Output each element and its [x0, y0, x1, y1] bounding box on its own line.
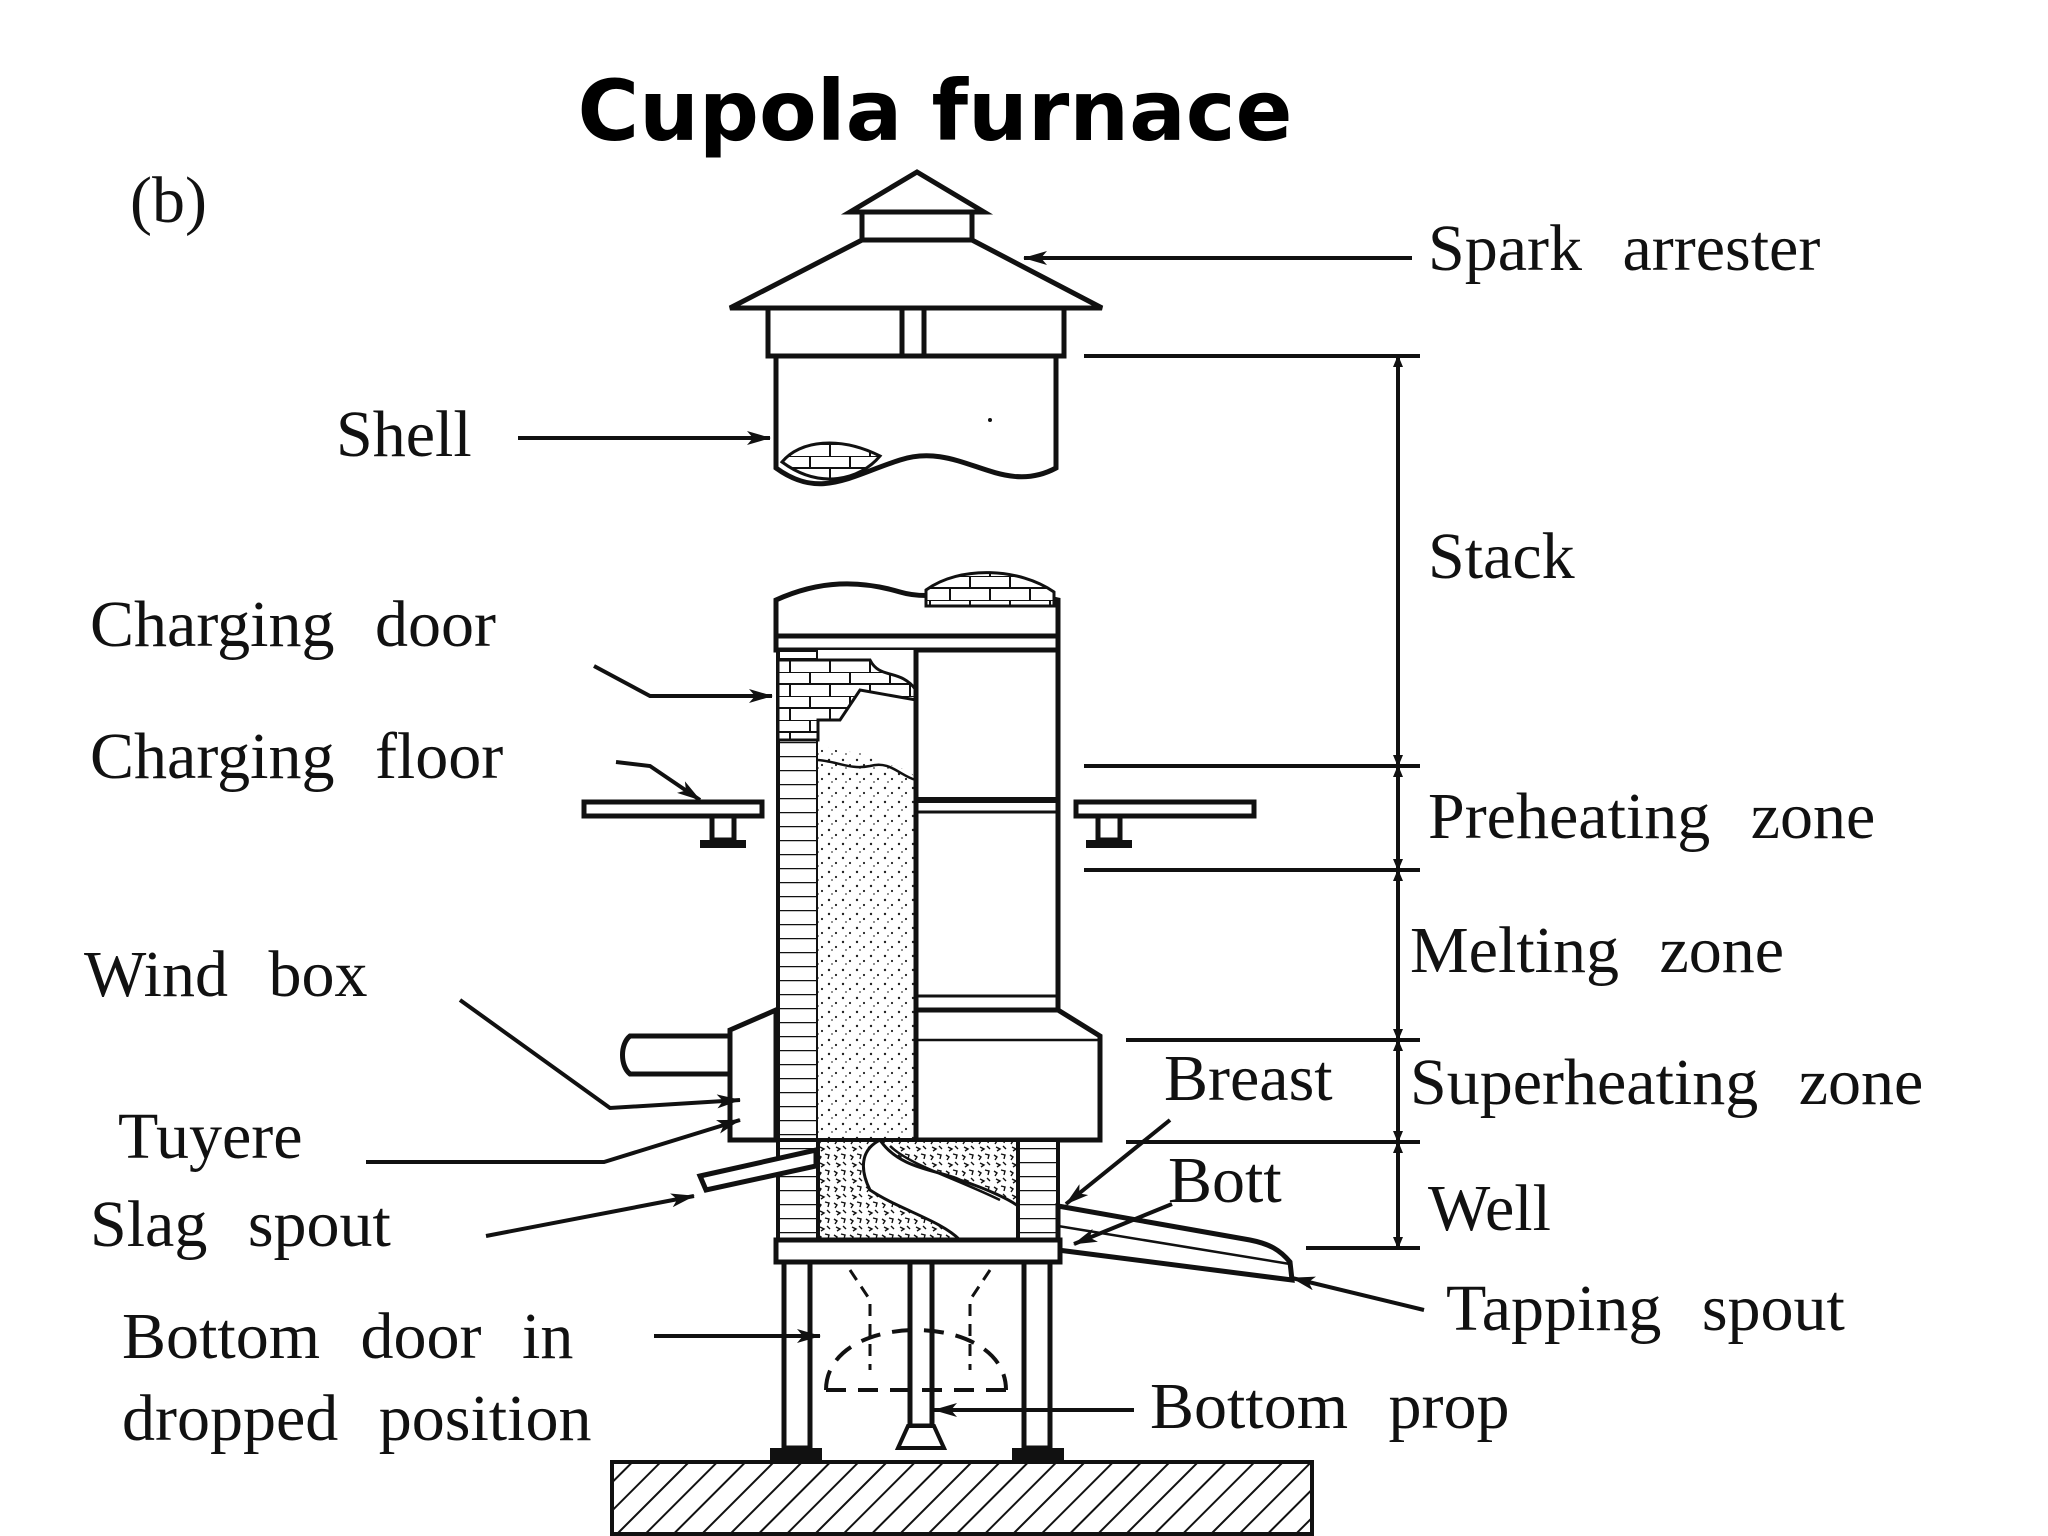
label-superheating-zone: Superheating zone [1410, 1046, 1923, 1119]
label-charging-door: Charging door [90, 588, 496, 661]
subfigure-label: (b) [130, 164, 207, 237]
well-area [696, 1138, 1295, 1283]
label-well: Well [1428, 1172, 1551, 1245]
label-wind-box: Wind box [84, 938, 368, 1011]
label-bottom-door-line1: Bottom door in [122, 1300, 573, 1373]
label-slag-spout: Slag spout [90, 1188, 391, 1261]
support-legs [770, 1259, 1064, 1462]
leader-lines [366, 251, 1425, 1417]
label-melting-zone: Melting zone [1410, 914, 1784, 987]
top-shell-section [773, 353, 1059, 487]
ground-hatch [610, 1460, 1314, 1536]
label-tapping-spout: Tapping spout [1446, 1272, 1845, 1345]
label-bottom-prop: Bottom prop [1150, 1370, 1510, 1443]
label-bott: Bott [1168, 1144, 1282, 1217]
label-spark-arrester: Spark arrester [1428, 212, 1820, 285]
label-stack: Stack [1428, 520, 1575, 593]
label-breast: Breast [1164, 1042, 1333, 1115]
charging-floor-platform [581, 799, 1257, 848]
label-preheating-zone: Preheating zone [1428, 780, 1875, 853]
label-shell: Shell [336, 398, 472, 471]
zone-dimension-lines [1084, 354, 1420, 1250]
diagram-title: Cupola furnace [577, 62, 1292, 160]
label-tuyere: Tuyere [118, 1100, 303, 1173]
label-bottom-door-line2: dropped position [122, 1382, 591, 1455]
label-charging-floor: Charging floor [90, 720, 503, 793]
wind-box [620, 1006, 1103, 1143]
